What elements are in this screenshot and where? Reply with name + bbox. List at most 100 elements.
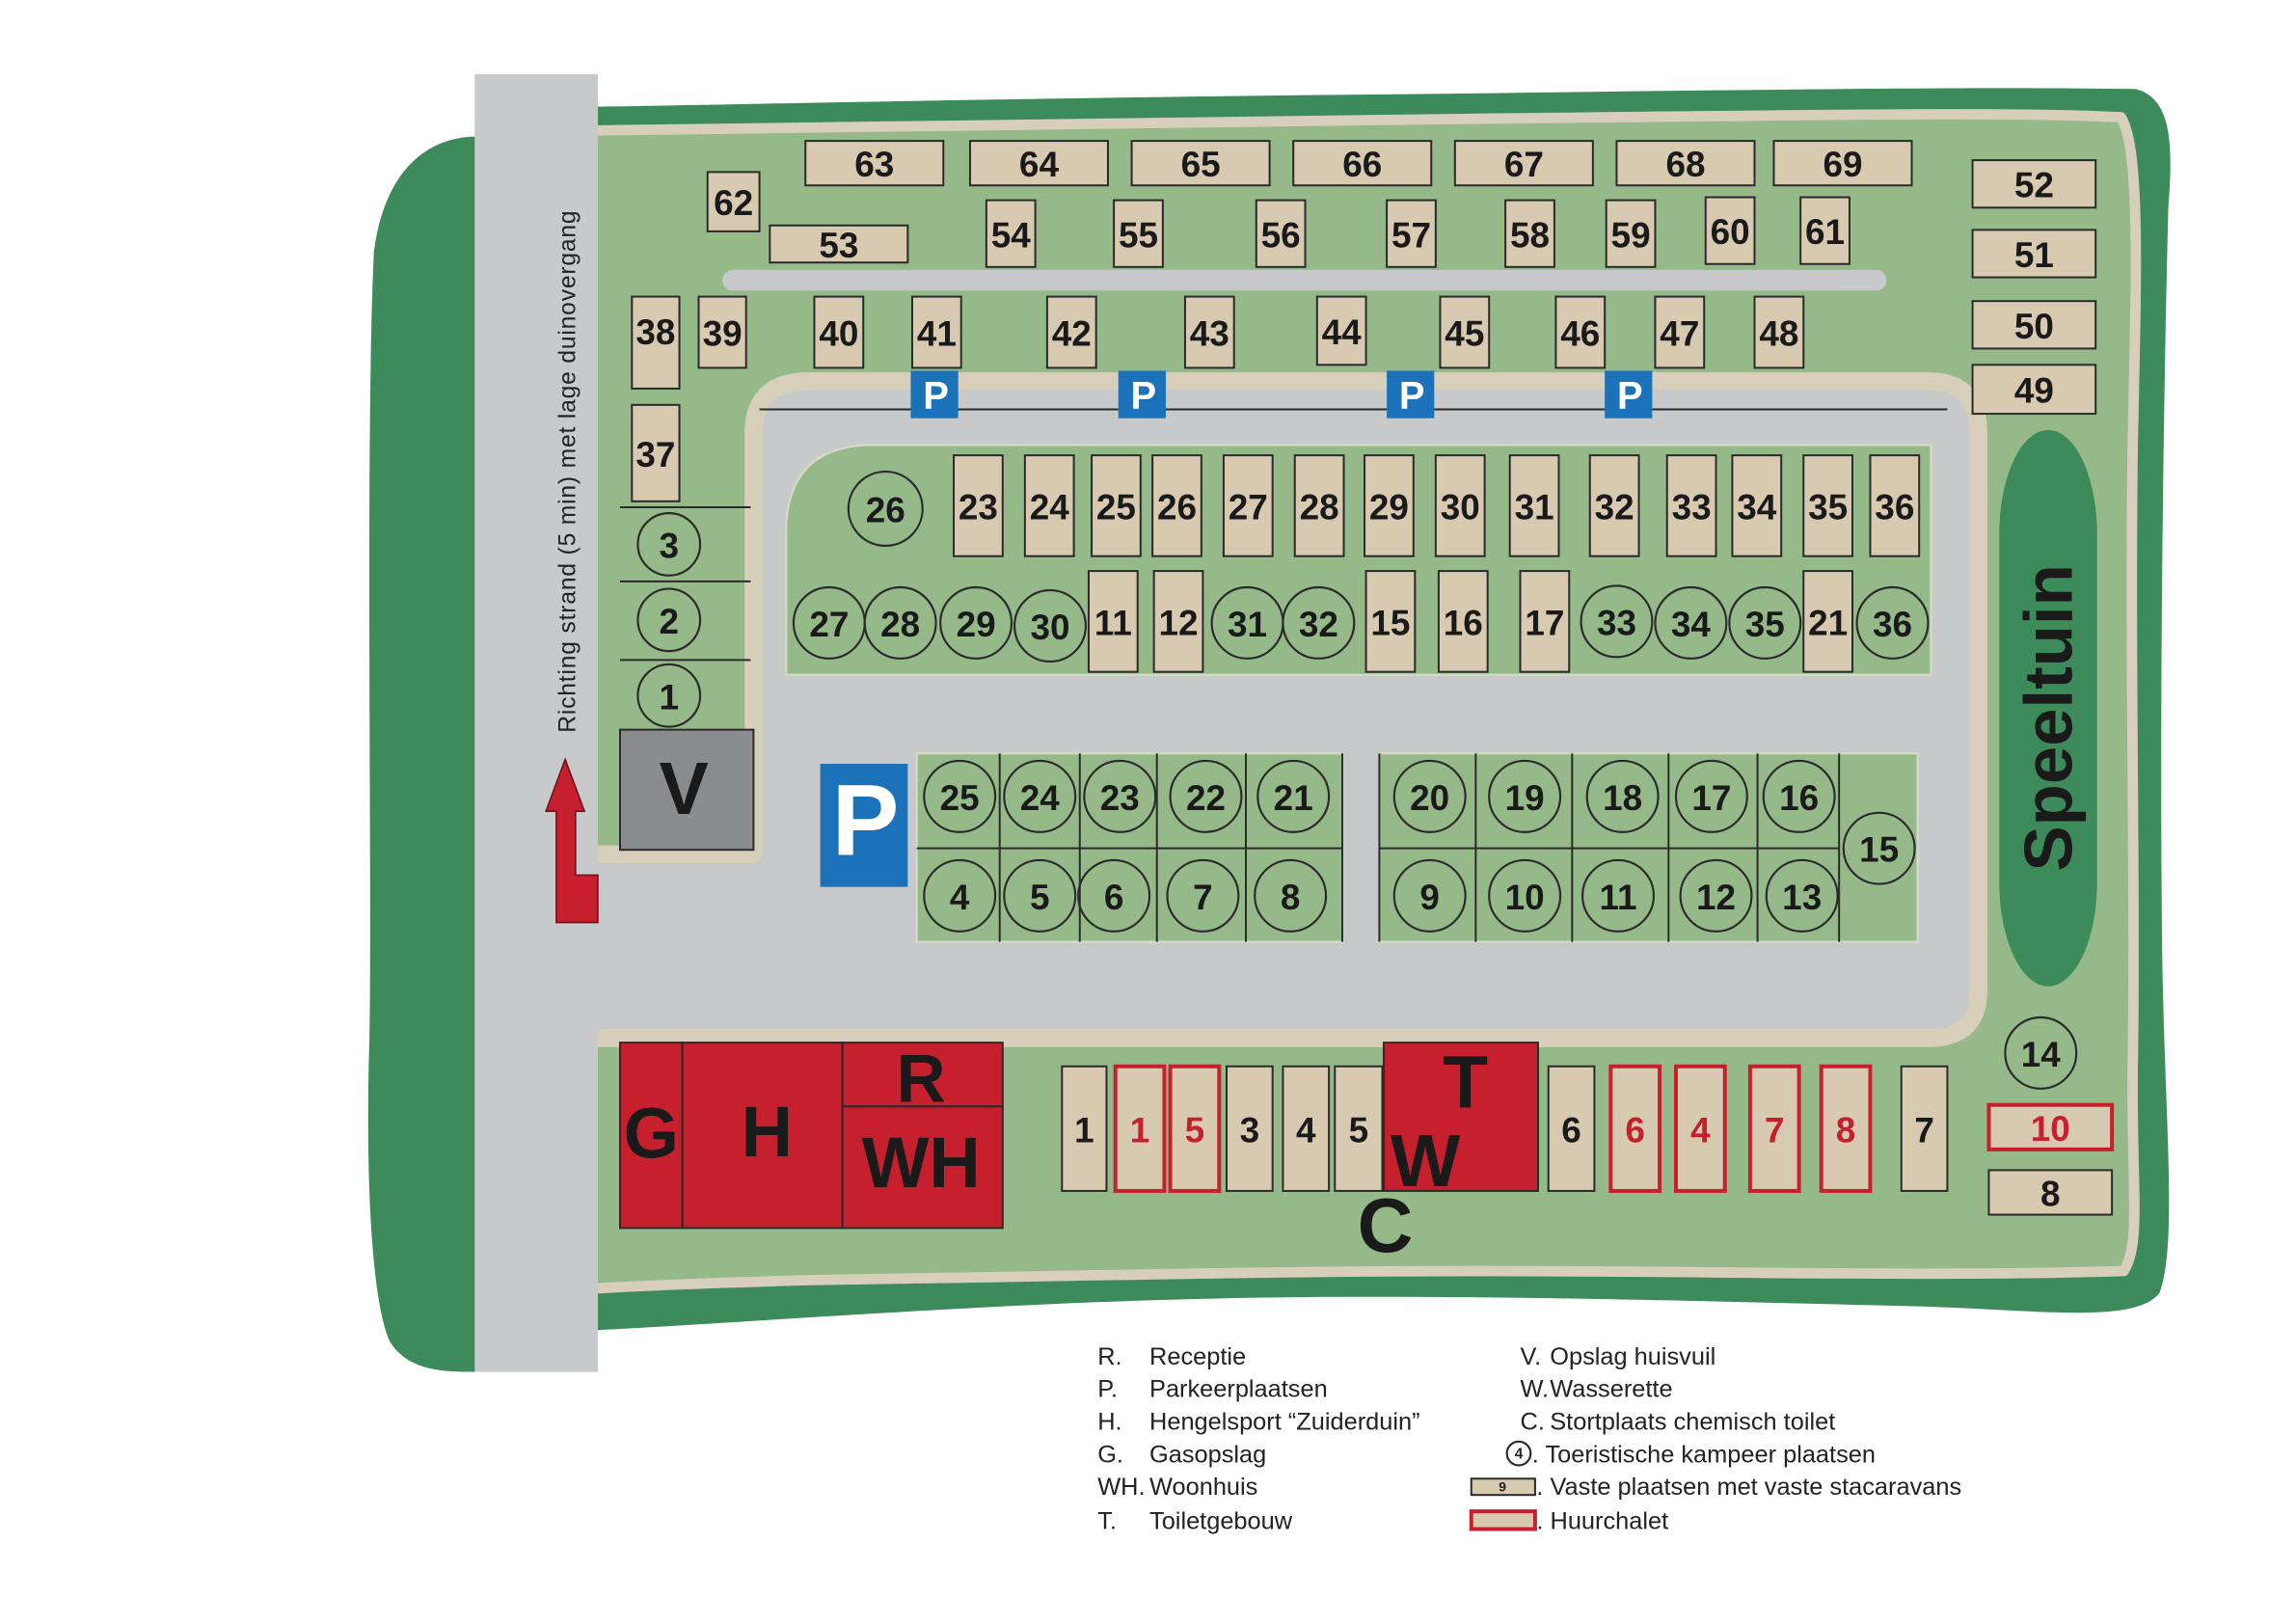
building-label: G xyxy=(624,1093,679,1173)
fixed-pitch: 41 xyxy=(910,295,962,369)
rental-chalet: 8 xyxy=(1819,1064,1873,1193)
fixed-pitch-plot xyxy=(910,295,962,369)
tourist-pitch: 9 xyxy=(1392,858,1467,933)
fixed-pitch: 8 xyxy=(1987,1169,2114,1216)
rental-chalet: 5 xyxy=(1168,1064,1222,1193)
legend-key: G. xyxy=(1097,1441,1123,1468)
fixed-pitch: 67 xyxy=(1453,140,1594,187)
fixed-pitch-number: 31 xyxy=(1515,487,1554,527)
tourist-pitch-number: 18 xyxy=(1603,778,1642,818)
fixed-pitch-plot xyxy=(1061,1065,1108,1192)
rental-chalet-plot xyxy=(1673,1064,1727,1193)
fixed-pitch-plot xyxy=(1799,196,1850,265)
parking-icon xyxy=(1387,370,1435,419)
legend-entry: H.Hengelsport “Zuiderduin” xyxy=(1097,1409,1419,1436)
fixed-pitch-plot xyxy=(1508,454,1560,557)
fixed-pitch-plot xyxy=(1087,570,1139,673)
tourist-pitch-number: 1 xyxy=(659,677,679,717)
building-label: R xyxy=(897,1041,946,1117)
fixed-pitch-plot xyxy=(968,140,1109,187)
playground-area xyxy=(1999,429,2097,987)
fixed-pitch: 51 xyxy=(1971,229,2097,279)
fixed-pitch-plot xyxy=(1152,570,1204,673)
tourist-pitch-circle xyxy=(636,512,702,577)
fixed-pitch-number: 47 xyxy=(1660,314,1699,354)
tourist-pitch-number: 2 xyxy=(659,602,679,641)
fixed-pitch-number: 29 xyxy=(1369,487,1409,527)
fixed-pitch-plot xyxy=(1971,229,2097,279)
fixed-pitch-number: 3 xyxy=(1240,1110,1260,1150)
fixed-pitch-plot xyxy=(1772,140,1913,187)
legend-text: Woonhuis xyxy=(1149,1474,1257,1501)
tourist-pitch: 36 xyxy=(1855,585,1930,660)
fixed-pitch-icon: 9 xyxy=(1470,1477,1536,1497)
rental-chalet-plot xyxy=(1819,1064,1873,1193)
fixed-pitch-plot xyxy=(1023,454,1075,557)
fixed-pitch: 37 xyxy=(631,403,681,502)
tourist-pitch-circle xyxy=(1392,858,1467,933)
fixed-pitch: 62 xyxy=(706,171,761,232)
building-label: C xyxy=(1358,1182,1414,1268)
fixed-pitch-plot xyxy=(631,403,681,502)
fixed-pitch: 44 xyxy=(1315,295,1367,366)
fixed-pitch: 65 xyxy=(1130,140,1271,187)
fixed-pitch-number: 16 xyxy=(1444,603,1483,642)
fixed-pitch-number: 43 xyxy=(1190,314,1229,354)
tourist-pitch-circle xyxy=(1728,585,1802,660)
fixed-pitch-number: 53 xyxy=(819,226,858,265)
tourist-pitch-number: 16 xyxy=(1779,778,1819,818)
fixed-pitch-number: 17 xyxy=(1525,603,1564,642)
parking-sign: P xyxy=(820,764,908,887)
fixed-pitch-plot xyxy=(1334,1065,1384,1192)
tourist-pitch-circle xyxy=(1580,584,1654,659)
fixed-pitch: 36 xyxy=(1869,454,1921,557)
rental-chalet-number: 10 xyxy=(2031,1109,2070,1149)
fixed-pitch-plot xyxy=(769,224,909,264)
legend-text: Parkeerplaatsen xyxy=(1149,1376,1328,1403)
legend-entry: T.Toiletgebouw xyxy=(1097,1508,1293,1535)
tourist-pitch-number: 3 xyxy=(659,526,679,565)
tourist-pitch-number: 36 xyxy=(1873,605,1912,644)
fixed-pitch-number: 23 xyxy=(959,487,998,527)
tourist-pitch: 11 xyxy=(1581,858,1656,933)
tourist-pitch: 25 xyxy=(923,759,997,833)
legend-text: . Huurchalet xyxy=(1536,1508,1668,1535)
fixed-pitch-number: 45 xyxy=(1445,314,1484,354)
fixed-pitch: 57 xyxy=(1386,199,1437,268)
fixed-pitch-plot xyxy=(1434,454,1486,557)
fixed-pitch: 24 xyxy=(1023,454,1075,557)
fixed-pitch-number: 46 xyxy=(1560,314,1600,354)
fixed-pitch-number: 58 xyxy=(1510,215,1550,255)
parking-sign: P xyxy=(910,370,959,419)
fixed-pitch-number: 34 xyxy=(1737,487,1777,527)
fixed-pitch: 5 xyxy=(1334,1065,1384,1192)
fixed-pitch-number: 26 xyxy=(1157,487,1197,527)
tourist-pitch-circle xyxy=(1392,759,1467,833)
legend-icon-label: 9 xyxy=(1499,1479,1506,1495)
fixed-pitch-plot xyxy=(953,454,1004,557)
fixed-pitch-number: 49 xyxy=(2014,371,2054,411)
fixed-pitch-plot xyxy=(1615,140,1756,187)
tourist-pitch: 12 xyxy=(1679,858,1753,933)
parking-sign: P xyxy=(1387,370,1435,419)
tourist-pitch-circle xyxy=(1765,858,1839,933)
legend-text: Opslag huisvuil xyxy=(1550,1343,1715,1370)
fixed-pitch-number: 6 xyxy=(1561,1110,1581,1150)
tourist-pitch: 33 xyxy=(1580,584,1654,659)
fixed-pitch-plot xyxy=(1971,300,2097,350)
fixed-pitch-plot xyxy=(1554,295,1607,369)
fixed-pitch-number: 54 xyxy=(991,215,1032,255)
fixed-pitch: 34 xyxy=(1731,454,1783,557)
fixed-pitch-number: 30 xyxy=(1441,487,1480,527)
tourist-pitch-number: 19 xyxy=(1505,778,1545,818)
rental-chalet: 4 xyxy=(1673,1064,1727,1193)
fixed-pitch-number: 1 xyxy=(1074,1110,1094,1150)
fixed-pitch-number: 68 xyxy=(1665,145,1705,184)
rental-chalet-plot xyxy=(1113,1064,1167,1193)
tourist-pitch: 24 xyxy=(1003,759,1077,833)
fixed-pitch-number: 61 xyxy=(1805,212,1845,252)
tourist-pitch: 5 xyxy=(1003,858,1077,933)
tourist-pitch-circle xyxy=(1166,858,1240,933)
fixed-pitch: 66 xyxy=(1292,140,1433,187)
legend-entry: V.Opslag huisvuil xyxy=(1521,1343,1716,1370)
